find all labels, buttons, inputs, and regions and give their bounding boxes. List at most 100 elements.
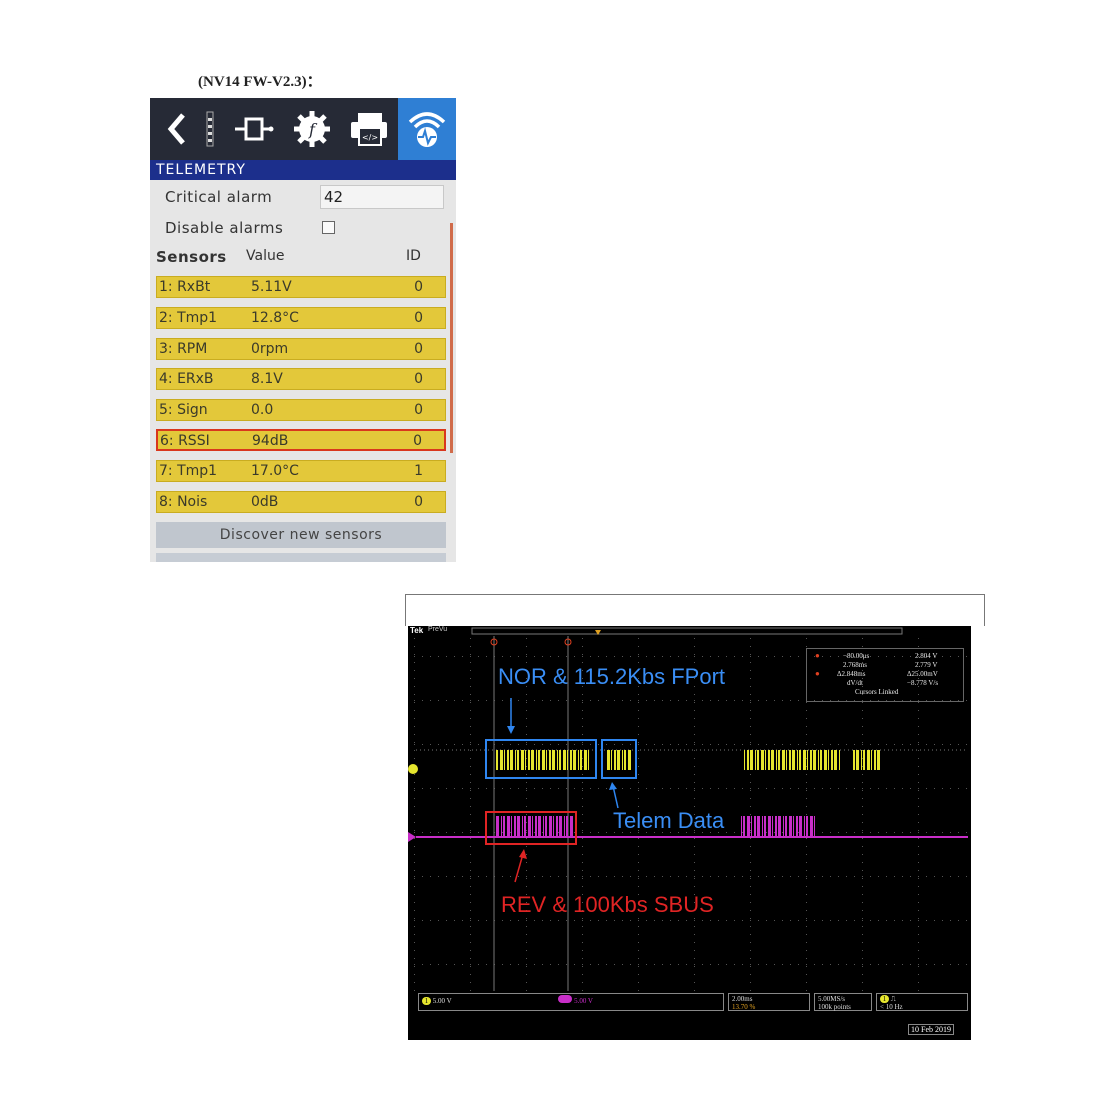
graticule-dot [470,788,471,789]
scope-mode: PreVu [428,626,448,633]
graticule-dot [526,670,527,671]
sensor-row[interactable]: 7: Tmp1 17.0°C 1 [156,460,446,482]
sensor-value: 94dB [252,433,289,449]
sensor-row[interactable]: 8: Nois 0dB 0 [156,491,446,513]
graticule-dot [550,656,551,657]
graticule-dot [790,964,791,965]
graticule-dot [598,788,599,789]
graticule-dot [694,910,695,911]
disable-alarms-checkbox[interactable] [322,221,335,234]
graticule-dot [630,876,631,877]
graticule-dot [606,656,607,657]
graticule-dot [526,814,527,815]
sensor-row[interactable]: 1: RxBt 5.11V 0 [156,276,446,298]
graticule-dot [662,744,663,745]
sbus-burst [511,816,512,837]
fport-burst [567,750,568,770]
sensor-row[interactable]: 2: Tmp1 12.8°C 0 [156,307,446,329]
sensor-value: 0.0 [251,402,274,418]
graticule-dot [550,920,551,921]
back-icon[interactable] [162,108,192,150]
graticule-dot [694,750,695,751]
record-view-bar [471,627,903,635]
graticule-dot [526,838,527,839]
annotation-telem: Telem Data [613,808,725,833]
sensor-row[interactable]: 4: ERxB 8.1V 0 [156,368,446,390]
fport-burst [824,750,827,770]
graticule-dot [414,838,415,839]
graticule-dot [470,854,471,855]
graticule-dot [750,950,751,951]
sensor-row[interactable]: 5: Sign 0.0 0 [156,399,446,421]
graticule-dot [918,790,919,791]
graticule-dot [558,920,559,921]
graticule-dot [486,876,487,877]
graticule-dot [518,744,519,745]
special-function-icon[interactable]: f [290,108,334,150]
graticule-dot [638,886,639,887]
graticule-dot [430,920,431,921]
graticule-dot [694,718,695,719]
graticule-dot [446,876,447,877]
sbus-burst [566,816,568,837]
graticule-dot [870,788,871,789]
graticule-dot [414,950,415,951]
graticule-dot [734,744,735,745]
graticule-dot [862,726,863,727]
graticule-dot [798,656,799,657]
graticule-dot [430,700,431,701]
graticule-dot [526,686,527,687]
graticule-dot [926,700,927,701]
graticule-dot [422,700,423,701]
graticule-dot [790,876,791,877]
graticule-dot [702,744,703,745]
graticule-dot [694,832,695,833]
fport-arrowhead [507,726,515,734]
graticule-dot [726,832,727,833]
graticule-dot [582,990,583,991]
discover-sensors-button[interactable]: Discover new sensors [156,522,446,548]
graticule-dot [526,638,527,639]
graticule-dot [694,974,695,975]
critical-alarm-field[interactable]: 42 [320,185,444,209]
fport-burst [549,750,551,770]
graticule-dot [806,950,807,951]
graticule-dot [694,990,695,991]
telemetry-icon[interactable] [400,108,454,150]
graticule-dot [750,718,751,719]
graticule-dot [630,920,631,921]
model-setup-icon[interactable] [232,108,276,150]
graticule-dot [638,854,639,855]
graticule-dot [470,710,471,711]
graticule-dot [526,656,527,657]
scrollbar[interactable] [450,223,453,453]
graticule-dot [918,838,919,839]
graticule-dot [750,846,751,847]
graticule-dot [582,934,583,935]
sensor-row-selected[interactable]: 6: RSSI 94dB 0 [156,429,446,451]
graticule-dot [526,910,527,911]
sensor-row[interactable]: 3: RPM 0rpm 0 [156,338,446,360]
graticule-dot [814,656,815,657]
graticule-dot [582,822,583,823]
graticule-dot [702,700,703,701]
channel-scale-bar: 1 5.00 V 5.00 V [418,993,724,1011]
graticule-dot [750,830,751,831]
graticule-dot [606,788,607,789]
graticule-dot [838,832,839,833]
scope-waveforms [408,627,968,991]
graticule-dot [950,832,951,833]
graticule-dot [694,766,695,767]
print-icon[interactable]: </> [346,108,392,150]
fport-burst [525,750,526,770]
graticule-dot [526,990,527,991]
graticule-dot [470,686,471,687]
add-sensor-button[interactable] [156,553,446,562]
fport-burst [755,750,756,770]
telem-burst [863,750,865,770]
graticule-dot [766,788,767,789]
graticule-dot [958,920,959,921]
graticule-dot [750,876,751,877]
graticule-dot [750,734,751,735]
graticule-dot [646,964,647,965]
